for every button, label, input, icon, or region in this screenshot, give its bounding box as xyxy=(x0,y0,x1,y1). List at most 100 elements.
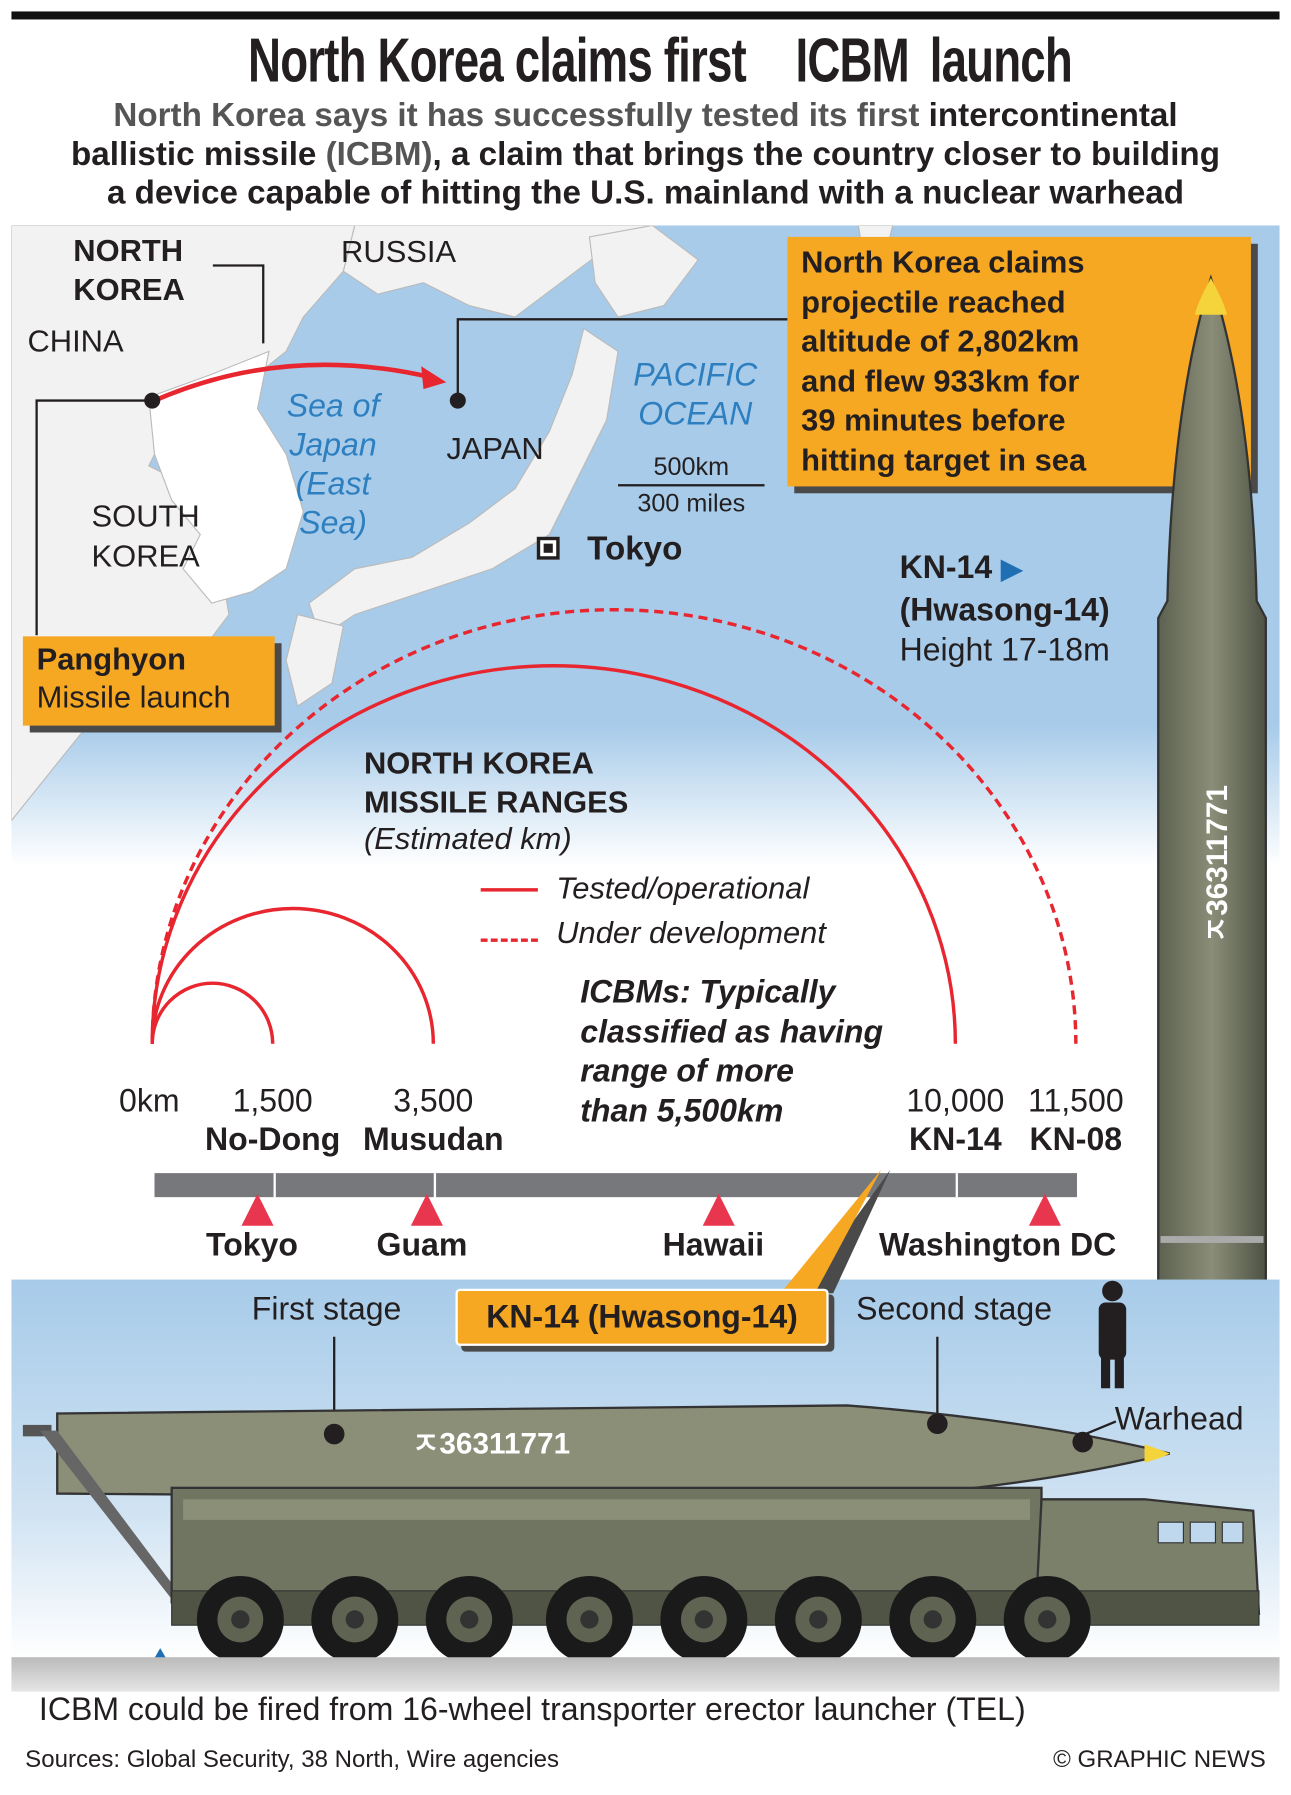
bar-divider xyxy=(433,1173,437,1198)
warhead-tip xyxy=(1144,1444,1170,1463)
impact-point-icon xyxy=(449,392,466,409)
korean-peninsula xyxy=(148,350,304,604)
capital-icon xyxy=(536,536,560,560)
sea-text: Japan xyxy=(289,426,377,463)
target-marker-icon xyxy=(1028,1193,1061,1226)
wheel-icon xyxy=(545,1575,633,1663)
sea-text: Sea) xyxy=(299,504,367,541)
range-arc-musudan xyxy=(150,906,436,1044)
subtitle: North Korea says it has successfully tes… xyxy=(0,96,1291,213)
range-km-label: 1,500 xyxy=(232,1082,313,1119)
page-title: North Korea claims first ICBM launch xyxy=(0,25,1291,96)
wheel-icon xyxy=(1003,1575,1091,1663)
target-washington: Washington DC xyxy=(878,1226,1117,1263)
leader-line-nk xyxy=(212,264,265,344)
launch-site-box: Panghyon Missile launch xyxy=(22,636,275,726)
claim-line: and flew 933km for xyxy=(801,363,1080,398)
sources: Sources: Global Security, 38 North, Wire… xyxy=(25,1746,560,1773)
range-missile-name: KN-08 xyxy=(1029,1121,1123,1158)
target-marker-icon xyxy=(702,1193,735,1226)
distance-bar xyxy=(154,1173,1077,1198)
leader-line-launch xyxy=(35,399,152,636)
range-zero-label: 0km xyxy=(119,1082,180,1119)
label-first-stage: First stage xyxy=(251,1290,402,1327)
pointer-right-icon: ▶ xyxy=(1001,553,1023,585)
leader-line-impact xyxy=(456,318,788,401)
claim-line: hitting target in sea xyxy=(801,442,1087,477)
tel-missile xyxy=(56,1404,1170,1501)
range-km-label: 10,000 xyxy=(906,1082,1005,1119)
title-highlight: ICBM xyxy=(795,26,910,95)
range-arc-kn-14 xyxy=(150,664,958,1044)
note-line: than 5,500km xyxy=(580,1092,784,1128)
label-warhead: Warhead xyxy=(1114,1400,1244,1437)
range-missile-name: Musudan xyxy=(362,1121,504,1158)
missile-name: KN-14 xyxy=(899,549,993,585)
missile-alt-name: (Hwasong-14) xyxy=(899,591,1110,628)
ocean-text: OCEAN xyxy=(638,395,753,432)
legend-solid-swatch xyxy=(480,888,538,892)
map-scale: 500km 300 miles xyxy=(618,452,765,518)
kyushu xyxy=(285,613,345,708)
range-arcs xyxy=(150,608,1078,1044)
tel-caption: ICBM could be fired from 16-wheel transp… xyxy=(38,1691,1026,1728)
ground xyxy=(11,1657,1280,1692)
sea-text: Sea of xyxy=(286,387,380,424)
title-text-end: launch xyxy=(929,26,1073,95)
label-second-stage: Second stage xyxy=(856,1290,1053,1327)
label-china: CHINA xyxy=(27,323,124,359)
scale-bar xyxy=(618,484,765,487)
note-line: range of more xyxy=(580,1052,794,1089)
legend-tested: Tested/operational xyxy=(556,870,810,906)
range-arc-kn-08 xyxy=(150,608,1078,1044)
label-russia: RUSSIA xyxy=(341,234,457,269)
ranges-subtitle: (Estimated km) xyxy=(363,821,572,857)
second-stage-marker-icon xyxy=(927,1413,948,1435)
label-south-korea: SOUTH xyxy=(91,499,200,534)
note-line: ICBMs: Typically xyxy=(580,973,836,1010)
tel-illustration: ㅈ36311771 xyxy=(22,1280,1261,1671)
ranges-title-2: MISSILE RANGES xyxy=(363,785,629,820)
ocean-text: PACIFIC xyxy=(633,357,758,393)
claim-line: 39 minutes before xyxy=(801,402,1066,438)
range-arc-no-dong xyxy=(150,981,275,1044)
launch-site-desc: Missile launch xyxy=(36,679,231,715)
scale-km: 500km xyxy=(653,452,730,481)
sea-text: (East xyxy=(295,465,371,502)
icbm-note: ICBMs: Typically classified as having ra… xyxy=(580,973,883,1131)
missile-height: Height 17-18m xyxy=(899,631,1110,668)
target-hawaii: Hawaii xyxy=(662,1226,765,1263)
subtitle-gray: North Korea says it has successfully tes… xyxy=(113,97,920,134)
subtitle-text: ballistic missile xyxy=(71,136,326,173)
ranges-title: NORTH KOREA MISSILE RANGES xyxy=(364,744,628,822)
label-japan: JAPAN xyxy=(446,431,544,466)
wheel-icon xyxy=(774,1575,862,1663)
range-missile-name: No-Dong xyxy=(205,1121,341,1158)
top-rule xyxy=(11,11,1280,20)
wheel-icon xyxy=(311,1575,399,1663)
bar-divider xyxy=(273,1173,276,1198)
credit: © GRAPHIC NEWS xyxy=(1053,1746,1266,1773)
title-text: North Korea claims first xyxy=(247,26,747,95)
legend-dashed-swatch xyxy=(480,938,538,942)
wheel-icon xyxy=(660,1575,748,1663)
claim-line: altitude of 2,802km xyxy=(801,323,1080,359)
target-guam: Guam xyxy=(376,1226,468,1263)
claim-line: North Korea claims xyxy=(801,244,1085,280)
wheel-icon xyxy=(425,1575,513,1663)
missile-warhead-tip xyxy=(1194,278,1227,315)
scale-miles: 300 miles xyxy=(637,488,746,518)
bar-divider xyxy=(955,1173,958,1198)
callout-pointer xyxy=(780,1169,891,1294)
claim-box: North Korea claims projectile reached al… xyxy=(787,236,1251,487)
subtitle-gray: (ICBM) xyxy=(325,136,433,173)
target-tokyo: Tokyo xyxy=(206,1226,299,1263)
launch-point-icon xyxy=(144,392,161,409)
target-marker-icon xyxy=(241,1193,274,1226)
target-marker-icon xyxy=(410,1193,443,1226)
person-silhouette-icon xyxy=(1098,1280,1127,1389)
first-stage-marker-icon xyxy=(323,1423,345,1445)
range-missile-name: KN-14 xyxy=(909,1121,1002,1158)
